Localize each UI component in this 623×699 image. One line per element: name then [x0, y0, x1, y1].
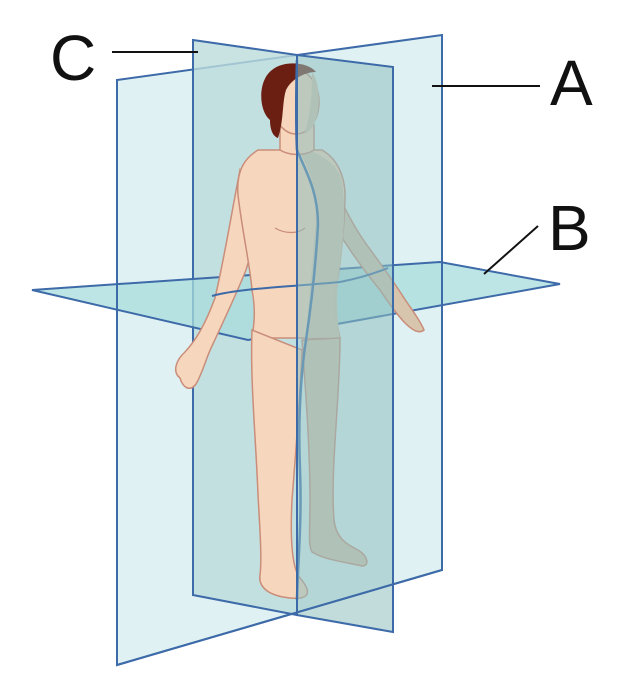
leader-b [483, 225, 539, 275]
label-b-group: B [483, 192, 591, 275]
label-b: B [548, 192, 591, 264]
leg-right [250, 328, 309, 600]
label-a: A [550, 47, 593, 119]
label-a-group: A [432, 47, 593, 119]
hair [261, 63, 316, 138]
label-c: C [50, 22, 96, 94]
plane-c-front [296, 53, 394, 634]
label-c-group: C [50, 22, 198, 94]
plane-a-front-edge [116, 35, 443, 667]
